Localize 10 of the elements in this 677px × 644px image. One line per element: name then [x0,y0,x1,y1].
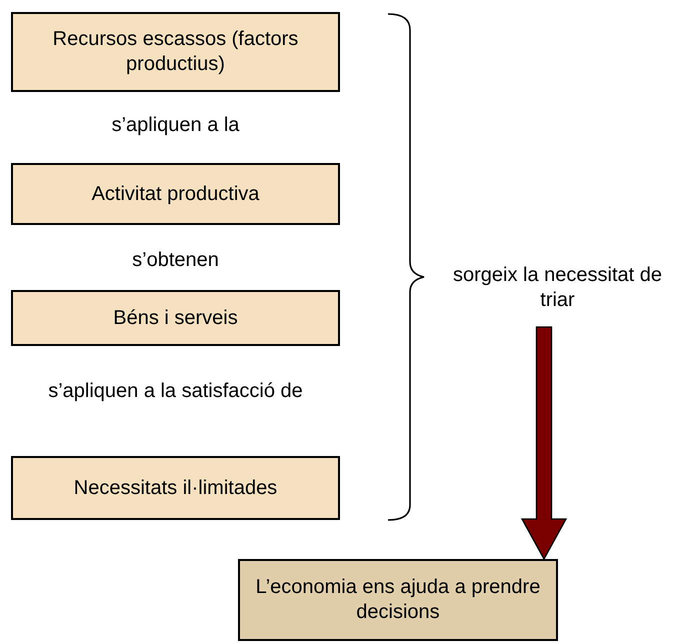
process-box: Recursos escassos (factors productius) [11,12,340,92]
process-box: Activitat productiva [11,163,340,225]
conclusion-text: sorgeix la necessitat de triar [452,263,663,313]
process-box: Necessitats il·limitades [11,456,340,520]
connector-text: s’apliquen a la satisfacció de [47,379,304,404]
process-box: Béns i serveis [11,290,340,346]
result-box: L’economia ens ajuda a prendre decisions [238,559,558,641]
connector-text: s’apliquen a la [110,113,240,138]
block-arrow [520,326,568,560]
connector-text: s’obtenen [131,248,220,273]
